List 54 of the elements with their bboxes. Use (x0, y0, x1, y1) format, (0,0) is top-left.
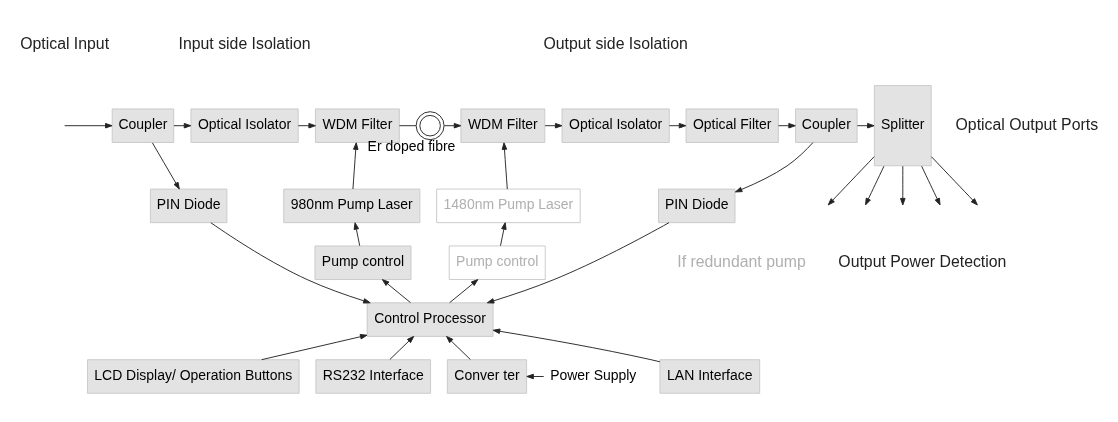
arrow (64, 122, 113, 129)
node-text: Power Supply (550, 366, 637, 383)
arrow (486, 222, 670, 304)
node-box: Optical Isolator (190, 108, 299, 143)
arrow (501, 142, 508, 190)
arrow (173, 122, 192, 129)
arrow (151, 142, 180, 190)
label: Optical Output Ports (955, 115, 1099, 133)
node-box: Control Processor (366, 302, 494, 337)
node-box: Splitter (873, 85, 932, 167)
label: Input side Isolation (178, 35, 311, 53)
node-box: Optical Isolator (561, 108, 670, 143)
arrow (734, 142, 814, 193)
arrow (921, 165, 941, 206)
arrow (778, 122, 796, 129)
node-box: LAN Interface (659, 359, 761, 394)
arrow (446, 336, 471, 360)
arrow (352, 142, 359, 190)
node-box: 1480nm Pump Laser (436, 188, 581, 224)
node-box: 980nm Pump Laser (283, 188, 421, 224)
label: Optical Input (20, 35, 110, 53)
node-box: Coupler (795, 108, 858, 143)
arrow (900, 165, 906, 206)
arrow (500, 222, 507, 247)
arrow (389, 336, 415, 360)
label: Output Power Detection (838, 252, 1007, 270)
node-box: RS232 Interface (315, 359, 432, 394)
node-box: Pump control (314, 245, 412, 280)
label: If redundant pump (677, 252, 806, 270)
arrow (865, 165, 885, 206)
arrow (856, 122, 875, 129)
arrow (930, 156, 978, 206)
arrow (544, 122, 563, 129)
arrow (443, 122, 462, 129)
node-box: LCD Display/ Operation Buttons (87, 359, 300, 394)
node-box: WDM Filter (460, 108, 546, 143)
arrow (381, 279, 411, 304)
arrow (449, 279, 479, 304)
node-box: Coupler (111, 108, 175, 143)
arrow (210, 222, 371, 304)
arrow (261, 334, 368, 361)
node-box: PIN Diode (149, 188, 228, 224)
node-box: Optical Filter (685, 108, 779, 143)
arrow (353, 222, 361, 247)
node-box: Pump control (448, 245, 546, 280)
arrow (492, 328, 661, 363)
node-box: Conver ter (446, 359, 528, 394)
arrow (297, 122, 316, 129)
node-box: PIN Diode (658, 188, 736, 224)
arrow (526, 373, 545, 380)
label: Output side Isolation (543, 35, 688, 53)
arrow (668, 122, 687, 129)
arrow (827, 156, 875, 206)
connector (398, 125, 417, 127)
